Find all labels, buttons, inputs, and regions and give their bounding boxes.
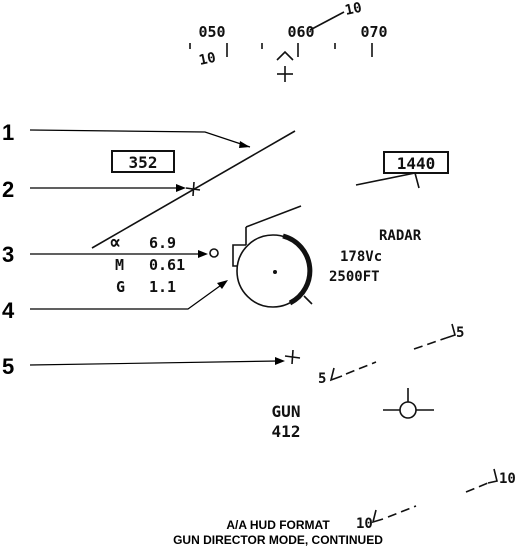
arrowhead-icon: [239, 141, 250, 148]
callout-1: 1: [2, 120, 14, 145]
mach-label: M: [115, 256, 124, 274]
callout-5-leader: [29, 360, 280, 366]
heading-tape-label-070: 070: [360, 23, 387, 41]
callout-3: 3: [2, 242, 14, 267]
altitude-reference-line: [355, 172, 416, 186]
rounds-remaining: 412: [272, 422, 301, 441]
alpha-value: 6.9: [149, 234, 176, 252]
weapon-name: GUN: [272, 402, 301, 421]
heading-tape-label-060: 060: [287, 23, 314, 41]
alpha-symbol-icon: ∝: [109, 230, 121, 254]
bank-scale-label-left: 10: [198, 50, 218, 69]
heading-caret-icon: [276, 50, 294, 61]
flight-data-block: ∝ 6.9 M 0.61 G 1.1: [109, 230, 185, 296]
bank-scale-line-right: [309, 11, 345, 31]
reticle-bracket: [232, 244, 246, 267]
pitch-label-10-left: 10: [356, 516, 373, 532]
g-value: 1.1: [149, 278, 176, 296]
range-bar-arc: [282, 233, 313, 306]
callout-2: 2: [2, 177, 14, 202]
gun-reticle: [232, 205, 313, 308]
heading-box: [111, 150, 175, 173]
heading-box-value: 352: [129, 153, 158, 172]
arrowhead-icon: [198, 250, 208, 258]
target-designator-icon: [209, 248, 219, 258]
callouts: 1 2 3 4 5: [2, 120, 285, 379]
arrowhead-icon: [275, 357, 285, 365]
reticle-rate-line: [245, 205, 302, 228]
bank-scale-label-right: 10: [344, 0, 364, 19]
heading-tape-label-050: 050: [198, 23, 225, 41]
callout-4-leader: [30, 282, 225, 310]
aircraft-reference-icon: [383, 388, 434, 419]
pitch-bar-5-left: [345, 361, 377, 375]
mach-value: 0.61: [149, 256, 185, 274]
heading-tape: 050 060 070 10 10: [189, 0, 388, 82]
pitch-ladder: 5 5 10 10: [318, 323, 516, 532]
pitch-label-5-left: 5: [318, 371, 326, 387]
callout-1-leader: [29, 129, 251, 148]
callout-5: 5: [2, 354, 14, 379]
pitch-label-10-right: 10: [499, 471, 516, 487]
target-range: 2500FT: [329, 269, 380, 285]
pitch-label-5-right: 5: [456, 325, 464, 341]
altitude-box: [383, 151, 449, 174]
arrowhead-icon: [176, 184, 186, 192]
pitch-bar-10-right: [465, 482, 489, 493]
altitude-box-value: 1440: [397, 154, 436, 173]
arrowhead-icon: [217, 280, 228, 289]
pitch-bar-5-right: [413, 337, 447, 350]
range-tick: [303, 295, 313, 305]
callout-4: 4: [2, 298, 15, 323]
caption-subtitle: GUN DIRECTOR MODE, CONTINUED: [173, 533, 383, 547]
pitch-bar-10-left: [387, 505, 417, 518]
g-label: G: [116, 278, 125, 296]
closure-rate: 178Vc: [340, 249, 382, 265]
reticle-pipper-icon: [273, 270, 277, 274]
radar-mode: RADAR: [379, 228, 422, 244]
caption-title: A/A HUD FORMAT: [226, 518, 330, 532]
